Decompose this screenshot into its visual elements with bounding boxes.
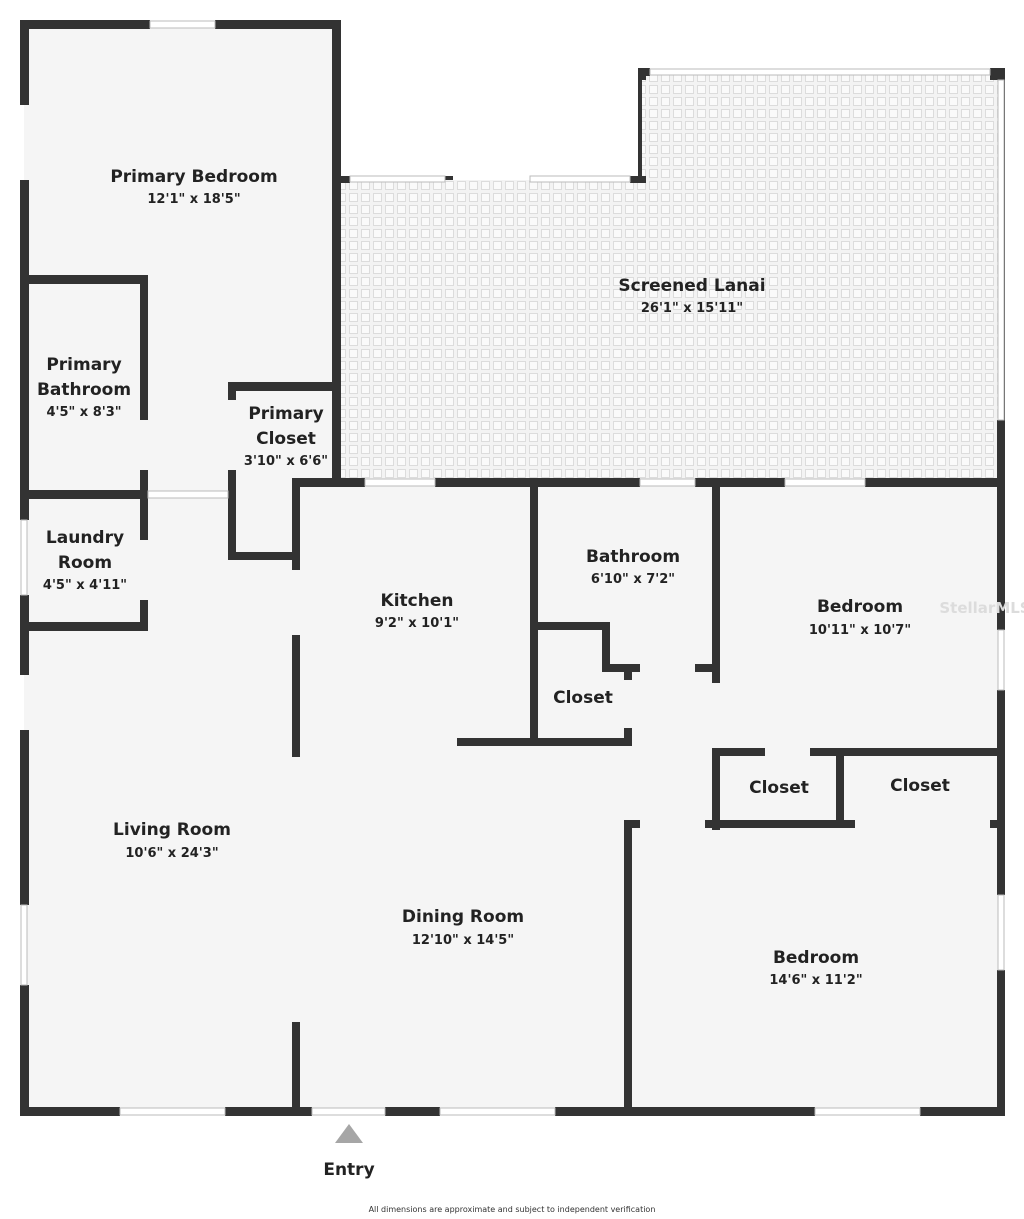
room-name: Kitchen	[381, 591, 454, 611]
footnote: All dimensions are approximate and subje…	[369, 1205, 656, 1214]
entry-door	[311, 1107, 386, 1116]
window	[119, 1107, 226, 1116]
lanai-floor-upper	[642, 72, 1000, 182]
window	[149, 20, 216, 29]
doorway	[147, 490, 229, 499]
room-name: Primary	[248, 404, 323, 424]
room-name: Bathroom	[586, 547, 680, 567]
room-dims: 4'5" x 8'3"	[46, 405, 121, 420]
room-primary-closet: Primary Closet 3'10" x 6'6"	[244, 404, 328, 469]
room-name: Living Room	[113, 820, 231, 840]
floors	[24, 24, 1001, 1112]
room-primary-bedroom: Primary Bedroom 12'1" x 18'5"	[110, 167, 277, 207]
room-primary-bathroom: Primary Bathroom 4'5" x 8'3"	[37, 355, 131, 420]
room-kitchen: Kitchen 9'2" x 10'1"	[375, 591, 459, 631]
room-dims: 4'5" x 4'11"	[43, 578, 127, 593]
windows	[20, 20, 1005, 1116]
room-dims: 3'10" x 6'6"	[244, 454, 328, 469]
room-name: Laundry	[46, 528, 124, 548]
room-dims: 9'2" x 10'1"	[375, 616, 459, 631]
window	[997, 894, 1005, 971]
lanai-floor	[340, 180, 1000, 480]
room-dims: 10'6" x 24'3"	[125, 846, 218, 861]
room-name: Screened Lanai	[618, 276, 765, 296]
window	[349, 175, 446, 183]
room-bedroom-closet-1: Closet	[749, 778, 809, 798]
room-name: Dining Room	[402, 907, 524, 927]
room-screened-lanai: Screened Lanai 26'1" x 15'11"	[618, 276, 765, 316]
window	[814, 1107, 921, 1116]
room-dims: 6'10" x 7'2"	[591, 572, 675, 587]
walls	[20, 20, 1005, 1116]
window	[784, 478, 866, 487]
room-dims: 12'1" x 18'5"	[147, 192, 240, 207]
room-name: Primary	[46, 355, 121, 375]
room-dims: 12'10" x 14'5"	[412, 933, 514, 948]
room-dims: 26'1" x 15'11"	[641, 301, 743, 316]
entry-arrow-icon	[335, 1124, 363, 1143]
window	[439, 1107, 556, 1116]
room-name: Bathroom	[37, 380, 131, 400]
room-name: Primary Bedroom	[110, 167, 277, 187]
window	[997, 629, 1005, 691]
room-bathroom: Bathroom 6'10" x 7'2"	[586, 547, 680, 587]
window	[997, 79, 1005, 421]
room-bedroom-2: Bedroom 14'6" x 11'2"	[769, 948, 862, 988]
room-name: Bedroom	[817, 597, 903, 617]
room-name: Closet	[256, 429, 316, 449]
room-bedroom-1: Bedroom 10'11" x 10'7"	[809, 597, 911, 638]
entry-label: Entry	[323, 1160, 374, 1180]
room-hall-closet: Closet	[553, 688, 613, 708]
window	[529, 175, 631, 183]
watermark: StellarMLS	[939, 599, 1024, 617]
room-name: Room	[58, 553, 112, 573]
window	[364, 478, 436, 487]
window	[20, 519, 28, 596]
room-laundry-room: Laundry Room 4'5" x 4'11"	[43, 528, 127, 593]
room-dims: 10'11" x 10'7"	[809, 623, 911, 638]
room-dims: 14'6" x 11'2"	[769, 973, 862, 988]
room-bedroom-closet-2: Closet	[890, 776, 950, 796]
window	[639, 478, 696, 487]
room-dining-room: Dining Room 12'10" x 14'5"	[402, 907, 524, 948]
room-name: Bedroom	[773, 948, 859, 968]
window	[20, 904, 28, 986]
window	[649, 68, 991, 76]
room-living-room: Living Room 10'6" x 24'3"	[113, 820, 231, 861]
